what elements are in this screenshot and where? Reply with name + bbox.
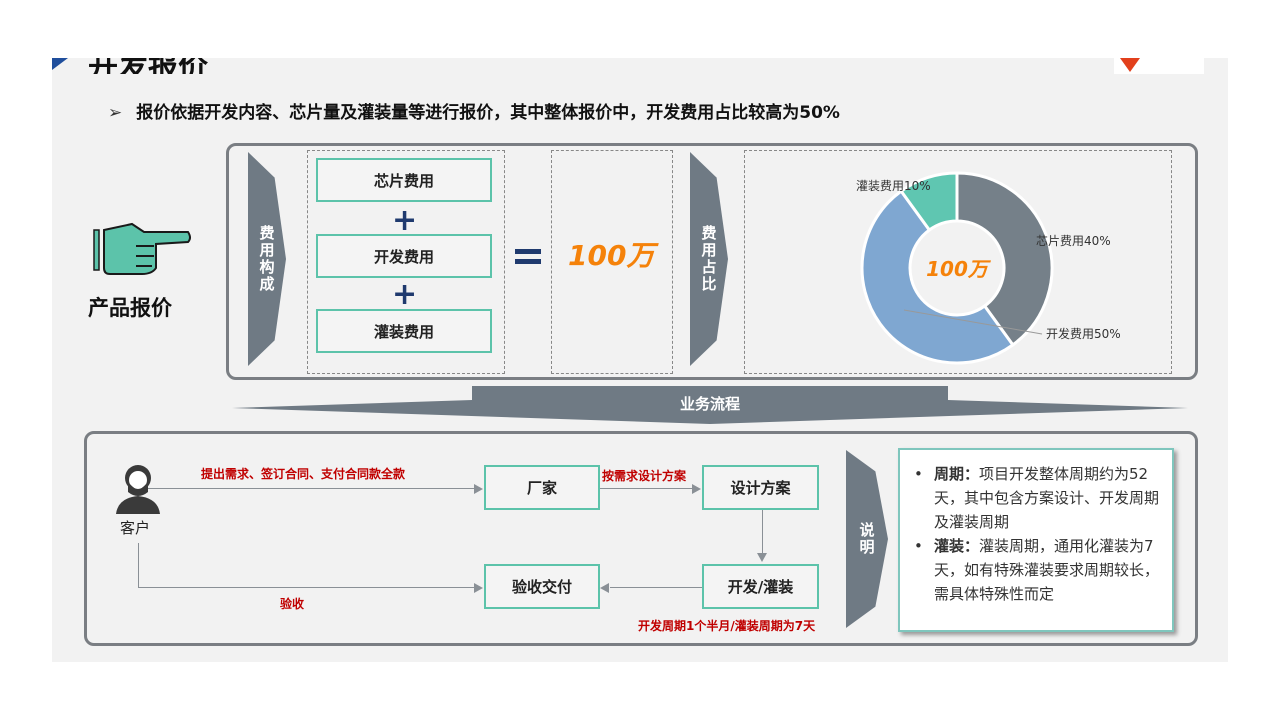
cost-item-fill: 灌装费用 xyxy=(316,309,492,353)
arrow-bullet-icon: ➢ xyxy=(108,103,123,123)
customer-label: 客户 xyxy=(120,519,151,537)
page-title: 开发报价 xyxy=(88,50,208,74)
arrowhead-icon xyxy=(600,583,609,593)
total-value: 100万 xyxy=(568,239,655,272)
donut-chart: 芯片费用40% 开发费用50% 灌装费用10% 100万 xyxy=(856,171,1121,365)
edge-label-dev-period: 开发周期1个半月/灌装周期为7天 xyxy=(638,619,816,633)
logo xyxy=(1114,58,1204,74)
note-item: 周期：项目开发整体周期约为52天，其中包含方案设计、开发周期及灌装周期 xyxy=(910,462,1162,534)
plus-icon: + xyxy=(392,277,418,312)
donut-label-2: 灌装费用10% xyxy=(856,179,931,193)
customer-avatar-icon xyxy=(116,465,160,514)
arrowhead-icon xyxy=(692,484,701,494)
flow-panel xyxy=(84,431,1198,646)
arrowhead-icon xyxy=(757,553,767,562)
flow-arrow xyxy=(600,488,694,489)
flow-arrow xyxy=(138,543,139,588)
step-acceptance: 验收交付 xyxy=(484,564,600,609)
cost-panel xyxy=(226,143,1198,380)
flow-arrow xyxy=(138,587,476,588)
pointing-hand-icon xyxy=(93,222,191,275)
subtitle-text: 报价依据开发内容、芯片量及灌装量等进行报价，其中整体报价中，开发费用占比较高为5… xyxy=(136,103,840,123)
flow-banner-arrow xyxy=(232,386,1188,424)
equals-icon xyxy=(515,249,541,254)
donut-slice-1 xyxy=(860,189,1015,365)
arrowhead-icon xyxy=(474,583,483,593)
edge-label-request: 提出需求、签订合同、支付合同款全款 xyxy=(201,467,406,481)
flow-banner-label: 业务流程 xyxy=(679,395,740,413)
cost-item-dev: 开发费用 xyxy=(316,234,492,278)
notes-box: 周期：项目开发整体周期约为52天，其中包含方案设计、开发周期及灌装周期 灌装：灌… xyxy=(898,448,1174,632)
note-head: 灌装： xyxy=(934,537,980,555)
note-text: 项目开发整体周期约为52天，其中包含方案设计、开发周期及灌装周期 xyxy=(934,465,1160,531)
equals-icon xyxy=(515,259,541,264)
arrowhead-icon xyxy=(474,484,483,494)
donut-center-label: 100万 xyxy=(926,257,992,281)
product-quote-label: 产品报价 xyxy=(88,296,172,320)
flow-arrow xyxy=(762,510,763,554)
edge-label-accept: 验收 xyxy=(280,597,305,611)
total-group xyxy=(551,150,673,374)
donut-label-0: 芯片费用40% xyxy=(1036,234,1111,248)
leader-line xyxy=(903,309,1043,335)
note-head: 周期： xyxy=(934,465,980,483)
flow-arrow xyxy=(148,488,476,489)
step-design: 设计方案 xyxy=(702,465,819,510)
donut-slice-2 xyxy=(899,171,959,233)
step-vendor: 厂家 xyxy=(484,465,600,510)
edge-label-design: 按需求设计方案 xyxy=(602,469,687,483)
corner-accent xyxy=(52,58,68,70)
step-dev-fill: 开发/灌装 xyxy=(702,564,819,609)
subtitle: ➢ 报价依据开发内容、芯片量及灌装量等进行报价，其中整体报价中，开发费用占比较高为… xyxy=(108,98,840,123)
chart-group xyxy=(744,150,1172,374)
flow-arrow xyxy=(610,587,702,588)
note-item: 灌装：灌装周期，通用化灌装为7天，如有特殊灌装要求周期较长，需具体特殊性而定 xyxy=(910,534,1162,606)
cost-items-group xyxy=(307,150,505,374)
plus-icon: + xyxy=(392,203,418,238)
cost-item-chip: 芯片费用 xyxy=(316,158,492,202)
donut-label-1: 开发费用50% xyxy=(1046,326,1121,341)
note-text: 灌装周期，通用化灌装为7天，如有特殊灌装要求周期较长，需具体特殊性而定 xyxy=(934,537,1160,603)
